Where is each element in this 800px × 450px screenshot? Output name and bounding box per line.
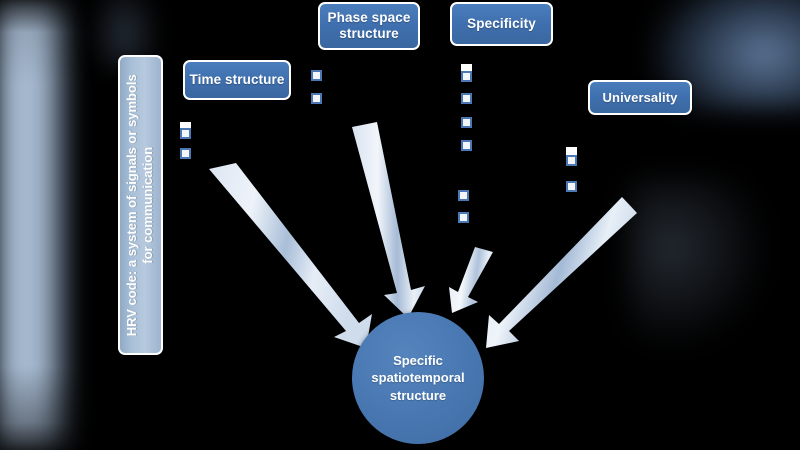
marker-square	[461, 64, 472, 71]
arrow-phase-space	[352, 122, 425, 318]
box-time-structure[interactable]: Time structure	[183, 60, 291, 100]
box-phase-space-structure[interactable]: Phase space structure	[318, 2, 420, 50]
arrow-universality	[486, 197, 637, 348]
box-specificity[interactable]: Specificity	[450, 2, 553, 46]
marker-square	[311, 70, 322, 81]
center-circle-specific-spatiotemporal-structure[interactable]: Specific spatiotemporal structure	[352, 312, 484, 444]
arrow-time-structure	[209, 163, 372, 348]
hrv-code-rest: : a system of signals or symbols	[124, 73, 140, 275]
box-universality[interactable]: Universality	[588, 80, 692, 115]
marker-square	[458, 190, 469, 201]
marker-square	[566, 155, 577, 166]
marker-square	[566, 181, 577, 192]
marker-square	[180, 128, 191, 139]
hrv-code-vertical-label: HRV code: a system of signals or symbols…	[118, 55, 163, 355]
marker-square	[461, 140, 472, 151]
marker-square	[566, 147, 577, 155]
marker-square	[461, 117, 472, 128]
hrv-code-line2: for communication	[140, 146, 156, 264]
marker-square	[180, 122, 191, 129]
marker-square	[180, 148, 191, 159]
marker-square	[461, 71, 472, 82]
hrv-code-vertical-label-text: HRV code: a system of signals or symbols…	[124, 74, 157, 336]
marker-square	[458, 212, 469, 223]
hrv-code-bold: HRV code	[124, 274, 140, 337]
arrow-specificity	[449, 247, 493, 313]
marker-square	[311, 93, 322, 104]
marker-square	[461, 93, 472, 104]
